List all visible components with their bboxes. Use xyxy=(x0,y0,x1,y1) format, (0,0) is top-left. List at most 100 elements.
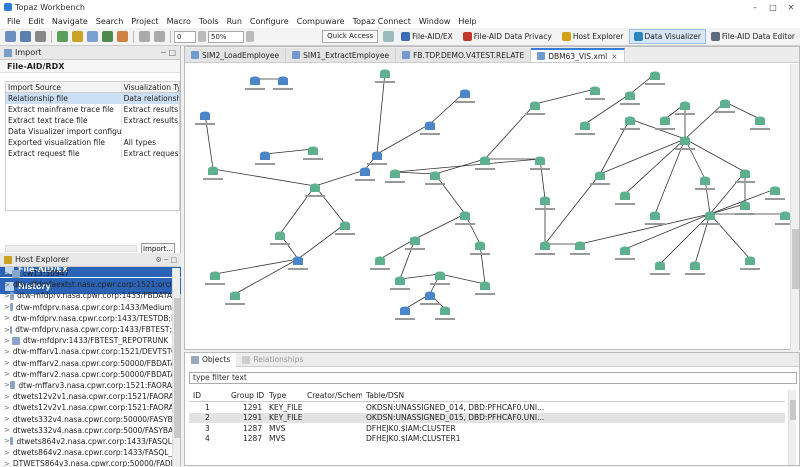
minimize-icon[interactable]: – xyxy=(753,2,757,12)
relationship-edge[interactable] xyxy=(234,258,299,295)
maximize-icon[interactable]: □ xyxy=(769,2,777,12)
table-node[interactable] xyxy=(590,171,610,186)
table-node[interactable] xyxy=(735,169,755,184)
table-node[interactable] xyxy=(620,91,640,106)
table-node[interactable] xyxy=(615,191,635,206)
expand-arrow-icon[interactable]: > xyxy=(4,359,10,368)
relationship-edge[interactable] xyxy=(314,185,346,225)
menu-item-compuware[interactable]: Compuware xyxy=(296,16,345,26)
list-item[interactable]: >dtwets12v2v1.nasa.cpwr.corp:1521/FAORA xyxy=(0,391,172,402)
relationship-edge[interactable] xyxy=(279,185,316,235)
relationship-edge[interactable] xyxy=(709,171,746,215)
table-node[interactable] xyxy=(420,291,440,306)
expand-arrow-icon[interactable]: > xyxy=(4,314,10,323)
relationship-edge[interactable] xyxy=(659,213,711,265)
table-node[interactable] xyxy=(390,276,410,291)
table-node[interactable] xyxy=(620,116,640,131)
relationship-edge[interactable] xyxy=(694,213,711,265)
relationship-graph[interactable] xyxy=(185,64,791,350)
expand-arrow-icon[interactable]: > xyxy=(4,437,10,446)
table-node[interactable] xyxy=(273,76,293,91)
relationship-edge[interactable] xyxy=(429,91,466,125)
table-node[interactable] xyxy=(575,121,595,136)
table-node[interactable] xyxy=(475,281,495,296)
list-item[interactable]: >dtwets332v4.nasa.cpwr.corp:5000/FASYBAS xyxy=(0,425,172,436)
open-perspective-icon[interactable] xyxy=(383,31,395,42)
relationship-edge[interactable] xyxy=(434,173,466,215)
list-item[interactable]: >dtw-mffarv3.nasa.cpwr.corp:1521:FAORA xyxy=(0,380,172,391)
host-list-scrollbar[interactable] xyxy=(172,268,180,466)
debug-icon[interactable] xyxy=(117,31,128,42)
forward-icon[interactable] xyxy=(154,31,165,42)
list-item[interactable]: >dtwets12v2v1.nasa.cpwr.corp:1521:FAORA xyxy=(0,402,172,413)
table-node[interactable] xyxy=(570,241,590,256)
relationship-edge[interactable] xyxy=(297,223,346,260)
table-node[interactable] xyxy=(425,171,445,186)
relationship-edge[interactable] xyxy=(654,138,686,215)
expand-arrow-icon[interactable]: > xyxy=(4,392,10,401)
table-node[interactable] xyxy=(735,201,755,216)
table-node[interactable] xyxy=(455,89,475,104)
relationship-edge[interactable] xyxy=(394,158,541,173)
table-node[interactable] xyxy=(335,221,355,236)
relationship-edge[interactable] xyxy=(599,138,686,175)
table-node[interactable] xyxy=(305,183,325,198)
expand-arrow-icon[interactable]: > xyxy=(4,269,10,278)
list-item[interactable]: >dtw-mfdprv.nasa.cpwr.corp:1433/FBTEST; xyxy=(0,324,172,335)
relationship-edge[interactable] xyxy=(579,213,711,245)
relationship-edge[interactable] xyxy=(544,173,601,245)
relationship-edge[interactable] xyxy=(624,138,686,195)
list-item[interactable]: >dtwets864v2.nasa.cpwr.corp:1433/FASQL xyxy=(0,436,172,447)
table-node[interactable] xyxy=(303,146,323,161)
table-node[interactable] xyxy=(765,186,785,201)
list-item[interactable]: >dtw-mffarv2.nasa.cpwr.corp:50000/FBDATA xyxy=(0,358,172,369)
table-node[interactable] xyxy=(655,116,675,131)
menu-item-edit[interactable]: Edit xyxy=(28,16,44,26)
relationship-edge[interactable] xyxy=(599,118,631,175)
table-node[interactable] xyxy=(405,236,425,251)
relationship-edge[interactable] xyxy=(709,213,751,260)
expand-arrow-icon[interactable]: > xyxy=(4,403,10,412)
expand-arrow-icon[interactable]: > xyxy=(4,426,10,435)
relationship-edge[interactable] xyxy=(394,171,436,175)
perspective-file-aid-ex[interactable]: File-AID/EX xyxy=(396,29,458,44)
expand-arrow-icon[interactable]: > xyxy=(4,448,10,457)
quick-access-button[interactable]: Quick Access xyxy=(322,30,379,43)
relationship-edge[interactable] xyxy=(439,273,486,285)
list-item[interactable]: >dtw-mfdprv.nasa.cpwr.corp:1433/FBDATA xyxy=(0,290,172,301)
nav-history[interactable]: History xyxy=(0,278,181,294)
editor-tab-1[interactable]: SIM1_ExtractEmployee xyxy=(286,48,397,62)
expand-arrow-icon[interactable]: > xyxy=(4,381,10,390)
relationship-edge[interactable] xyxy=(584,93,631,125)
relationship-edge[interactable] xyxy=(214,258,299,275)
expand-arrow-icon[interactable]: > xyxy=(4,370,10,379)
menu-item-macro[interactable]: Macro xyxy=(166,16,191,26)
expand-arrow-icon[interactable]: > xyxy=(4,325,10,334)
expand-arrow-icon[interactable]: > xyxy=(4,415,10,424)
menu-item-configure[interactable]: Configure xyxy=(249,16,289,26)
table-node[interactable] xyxy=(775,211,791,226)
table-node[interactable] xyxy=(225,291,245,306)
list-item[interactable]: >dtw-dfdmfaextst.nasa.cpwr.corp:1521:orc… xyxy=(0,279,172,290)
menu-item-run[interactable]: Run xyxy=(226,16,242,26)
table-node[interactable] xyxy=(255,151,275,166)
table-node[interactable] xyxy=(245,76,265,91)
editor-tab-0[interactable]: SIM2_LoadEmployee xyxy=(185,48,287,62)
relationship-edge[interactable] xyxy=(264,148,314,155)
relationship-edge[interactable] xyxy=(484,103,536,160)
host-explorer-tab[interactable]: Host Explorer ⚙ ─ □ xyxy=(0,253,181,267)
table-node[interactable] xyxy=(645,71,665,86)
relationship-edge[interactable] xyxy=(314,169,366,187)
connect-icon[interactable] xyxy=(57,31,68,42)
expand-arrow-icon[interactable]: > xyxy=(4,291,10,300)
menu-item-navigate[interactable]: Navigate xyxy=(51,16,88,26)
table-node[interactable] xyxy=(205,271,225,286)
minimize-panel-icon[interactable]: ─ □ xyxy=(161,48,176,57)
db-icon[interactable] xyxy=(87,31,98,42)
table-node[interactable] xyxy=(715,99,735,114)
relationship-edge[interactable] xyxy=(534,88,596,105)
